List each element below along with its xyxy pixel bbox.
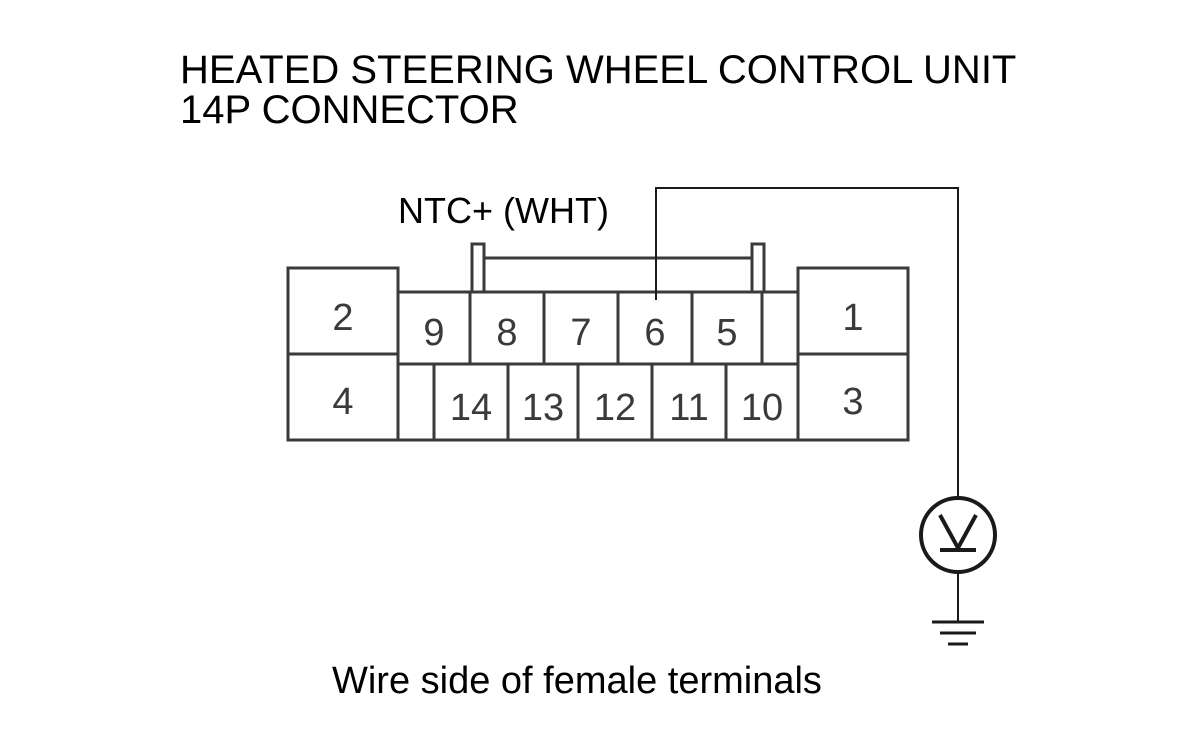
pin-10: 10 — [741, 387, 783, 429]
diagram-caption: Wire side of female terminals — [332, 660, 822, 702]
ground-icon — [932, 620, 984, 646]
pin-7: 7 — [570, 312, 591, 354]
pin-13: 13 — [522, 387, 564, 429]
diagram-title: HEATED STEERING WHEEL CONTROL UNIT 14P C… — [180, 50, 1016, 130]
pin-12: 12 — [594, 387, 636, 429]
voltmeter-icon — [919, 496, 997, 574]
pin-4: 4 — [332, 381, 353, 423]
pin-2: 2 — [332, 297, 353, 339]
pin-5: 5 — [716, 312, 737, 354]
pin-1: 1 — [842, 297, 863, 339]
title-line-2: 14P CONNECTOR — [180, 88, 519, 132]
pin-9: 9 — [423, 312, 444, 354]
wire-label: NTC+ (WHT) — [398, 190, 609, 231]
pin-11: 11 — [669, 387, 708, 429]
pin-14: 14 — [450, 387, 492, 429]
pin-6: 6 — [644, 312, 665, 354]
probe-wire — [655, 187, 959, 498]
pin-8: 8 — [496, 312, 517, 354]
title-line-1: HEATED STEERING WHEEL CONTROL UNIT — [180, 48, 1017, 92]
pin-3: 3 — [842, 381, 863, 423]
